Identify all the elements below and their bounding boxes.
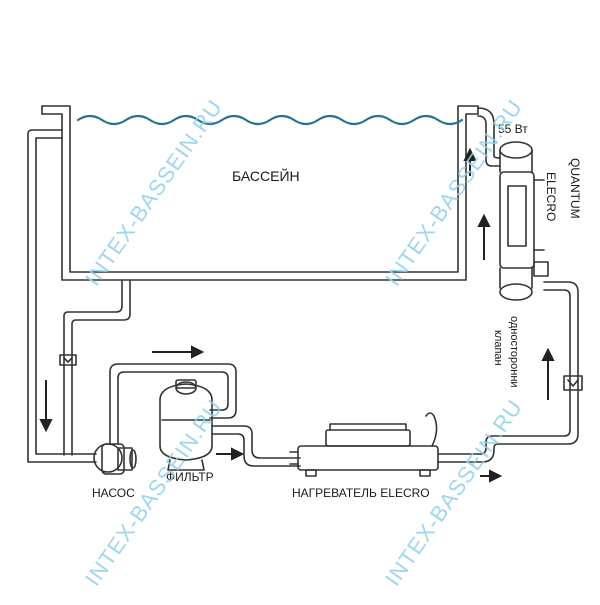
arrow-right-heater (480, 469, 503, 483)
pump-to-filter-pipe (109, 363, 237, 445)
filter-to-heater-pipe (211, 425, 301, 467)
arrow-up-return (463, 147, 477, 176)
sand-filter (159, 379, 213, 471)
suction-pipe (27, 129, 97, 463)
electric-heater (289, 412, 439, 477)
uv-power-label: 55 Вт (498, 122, 528, 136)
pump-body (93, 443, 137, 475)
water-surface-wave (76, 114, 464, 126)
arrow-up-right (541, 347, 555, 400)
filter-label: ФИЛЬТР (166, 470, 214, 484)
bottom-drain-pipe (63, 279, 131, 456)
uv-name-label-line2: QUANTUM (568, 158, 582, 219)
arrow-up-uv (477, 213, 491, 260)
heater-label: НАГРЕВАТЕЛЬ ELECRO (292, 486, 430, 500)
arrow-right-filter (216, 447, 245, 461)
pool-label: БАССЕЙН (232, 168, 300, 184)
valve-label-line1: односторонни (508, 316, 520, 388)
arrow-down-left (39, 380, 53, 433)
uv-unit (499, 141, 549, 301)
left-valve (59, 354, 77, 366)
valve-label-line2: клапан (492, 330, 504, 366)
heater-to-uv-pipe (437, 281, 579, 463)
check-valve (563, 375, 583, 391)
uv-name-label-line1: ELECRO (544, 172, 558, 222)
arrow-right-top (152, 345, 205, 359)
pump-label: НАСОС (92, 486, 135, 500)
return-pipe (477, 107, 501, 167)
